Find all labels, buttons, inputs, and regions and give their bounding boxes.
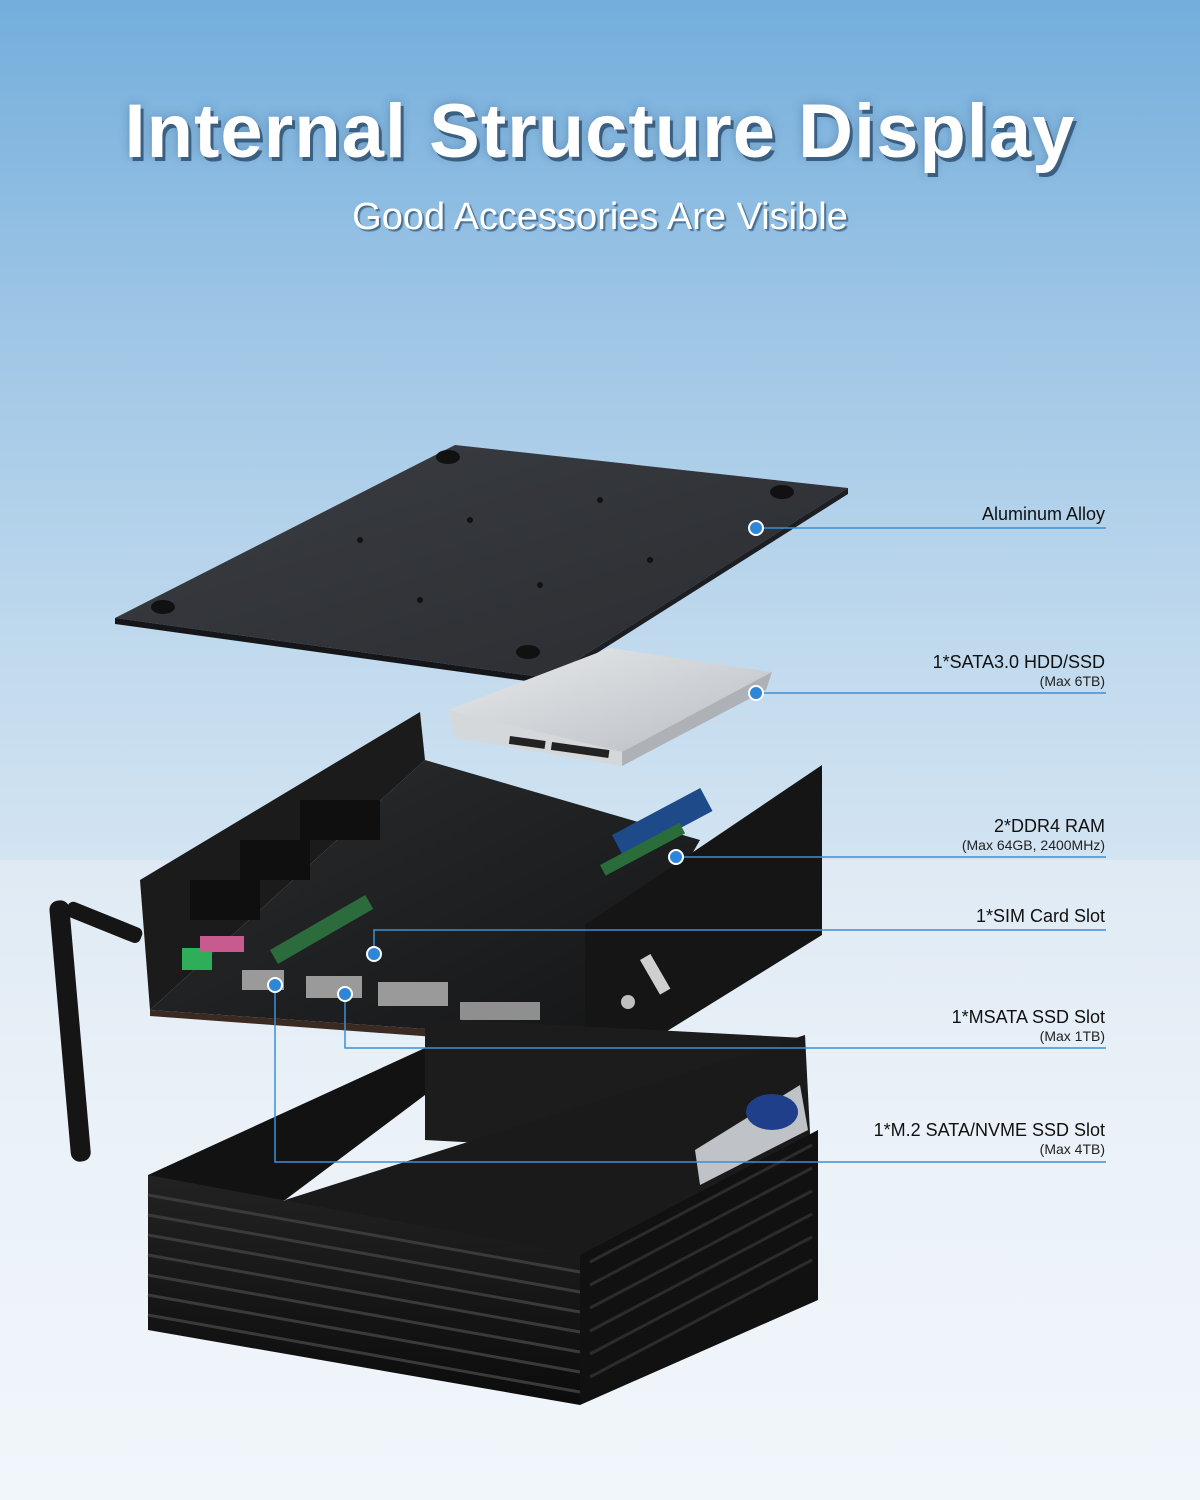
ssd-drive — [448, 648, 772, 766]
callout-label: 1*SIM Card Slot — [975, 906, 1105, 926]
callout-label: Aluminum Alloy — [981, 504, 1105, 524]
page-title: Internal Structure Display — [124, 89, 1076, 174]
callout-detail: (Max 64GB, 2400MHz) — [961, 837, 1105, 853]
page-subtitle: Good Accessories Are Visible — [352, 196, 848, 238]
callout-detail: (Max 1TB) — [1039, 1028, 1105, 1044]
callout-label: 1*SATA3.0 HDD/SSD — [932, 652, 1105, 672]
callout-label: 1*M.2 SATA/NVME SSD Slot — [873, 1120, 1105, 1140]
motherboard-assembly — [140, 712, 822, 1082]
callout-ddr4-ram: 2*DDR4 RAM (Max 64GB, 2400MHz) — [962, 816, 1105, 853]
callout-detail: (Max 6TB) — [1039, 673, 1105, 689]
callout-dots — [267, 520, 764, 1002]
callout-msata-slot: 1*MSATA SSD Slot (Max 1TB) — [952, 1007, 1105, 1044]
heatsink-case — [147, 1018, 818, 1405]
callout-label: 1*MSATA SSD Slot — [951, 1007, 1105, 1027]
callout-m2-slot: 1*M.2 SATA/NVME SSD Slot (Max 4TB) — [874, 1120, 1105, 1157]
callout-lines — [274, 527, 1106, 1163]
antenna — [49, 900, 143, 1162]
aluminum-lid — [115, 445, 848, 684]
callout-aluminum-alloy: Aluminum Alloy — [982, 504, 1105, 525]
callout-label: 2*DDR4 RAM — [993, 816, 1105, 836]
callout-sim-slot: 1*SIM Card Slot — [976, 906, 1105, 927]
callout-sata-drive: 1*SATA3.0 HDD/SSD (Max 6TB) — [933, 652, 1105, 689]
callout-detail: (Max 4TB) — [1039, 1141, 1105, 1157]
